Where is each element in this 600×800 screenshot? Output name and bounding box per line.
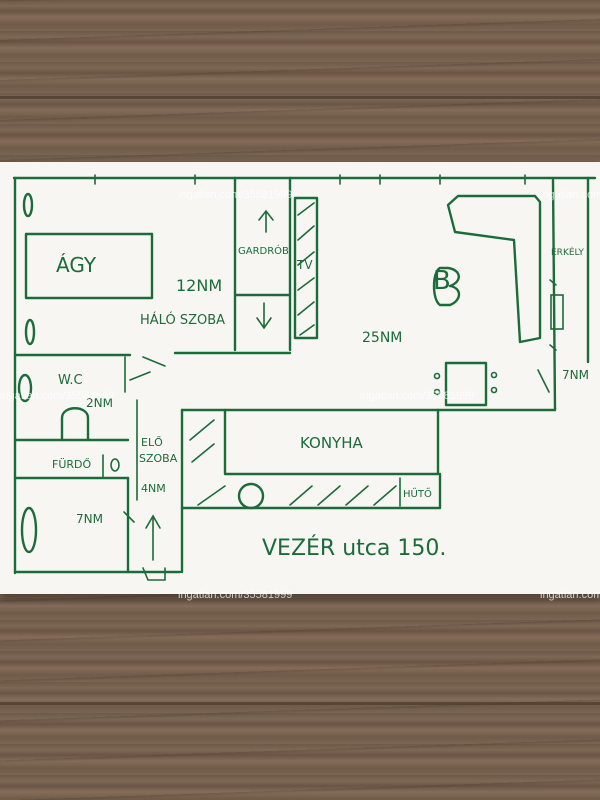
bathroom-fixture: [110, 458, 120, 472]
tv-label: TV: [297, 258, 313, 272]
nightstand-top: [22, 192, 34, 218]
burner: [433, 388, 441, 396]
armchair: [432, 266, 461, 307]
balcony-area-label: 7NM: [562, 368, 589, 382]
living-area-label: 25NM: [362, 330, 403, 346]
hallway-label-line1: ELŐ: [141, 436, 163, 449]
bathroom-label: FÜRDŐ: [52, 458, 92, 471]
tv-hatch: [297, 202, 315, 336]
bathroom-area-label: 7NM: [76, 512, 103, 526]
kitchen-counter: [223, 408, 440, 476]
wc-sink: [17, 373, 33, 403]
window-ticks: [94, 174, 526, 185]
hallway-label-line2: SZOBA: [139, 452, 178, 465]
wardrobe-walls: [233, 176, 292, 352]
board-seam: [0, 702, 600, 705]
watermark: ingatlan.com/35581999: [178, 189, 293, 201]
nightstand-bottom: [24, 318, 36, 346]
balcony-marks: [549, 279, 557, 351]
watermark: ingatlan.com/35581999: [0, 390, 115, 402]
stove: [444, 361, 488, 407]
wardrobe-label: GARDRÓB: [238, 246, 289, 257]
toilet: [60, 407, 90, 442]
wardrobe-arrow-up: [258, 209, 274, 233]
balcony-label: ERKÉLY: [551, 248, 584, 258]
tv-unit: [293, 196, 319, 340]
bed-label: ÁGY: [56, 253, 97, 277]
sofa-marker: B: [433, 266, 451, 296]
balcony-unit: [550, 294, 564, 330]
bedroom-label: HÁLÓ SZOBA: [140, 313, 226, 328]
hallway-area-label: 4NM: [141, 482, 166, 495]
watermark: ingatlan.com: [540, 189, 600, 201]
kitchen-hatch-bottom: [197, 485, 397, 506]
sofa: [446, 194, 542, 344]
watermark: ingatlan.com/35581999: [360, 390, 475, 402]
fridge-label: HŰTŐ: [403, 489, 432, 500]
address-label: VEZÉR utca 150.: [262, 536, 447, 561]
sink: [237, 482, 265, 510]
entrance-step: [142, 567, 166, 581]
wardrobe-arrow-down: [256, 302, 272, 330]
wc-label: W.C: [58, 373, 83, 388]
bathroom-door: [123, 511, 135, 523]
wc-area-label: 2NM: [86, 396, 113, 410]
burner: [490, 386, 498, 394]
bedroom-area-label: 12NM: [176, 276, 223, 295]
bedroom-door: [142, 356, 166, 367]
burner: [433, 372, 441, 380]
burner: [490, 371, 498, 379]
bathtub: [20, 506, 38, 554]
bed: [24, 232, 154, 300]
entrance-arrow: [145, 514, 161, 561]
kitchen-label: KONYHA: [300, 434, 363, 452]
watermark: ingatlan.com/35581999: [178, 589, 293, 601]
wc-door: [129, 371, 151, 381]
kitchen-outer: [180, 472, 442, 510]
kitchen-hatch-left: [189, 419, 215, 463]
watermark: ingatlan.com: [540, 589, 600, 601]
balcony-door: [537, 369, 550, 393]
board-seam: [0, 96, 600, 99]
